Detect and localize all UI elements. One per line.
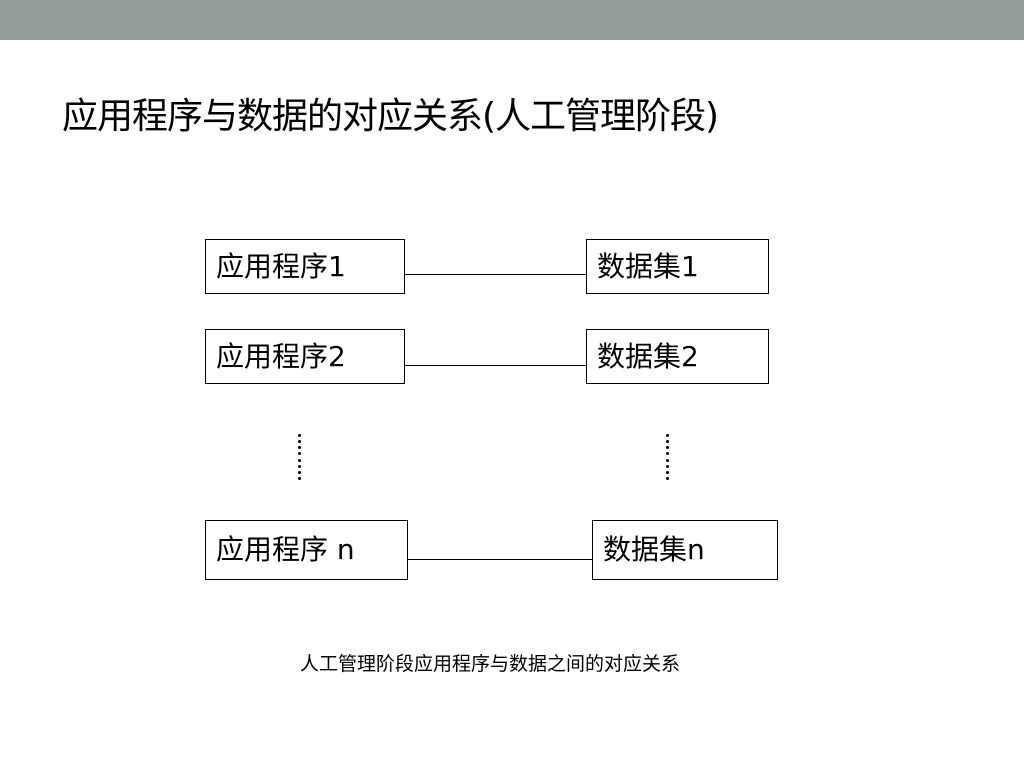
- connector-line-n: [408, 559, 592, 560]
- slide-title: 应用程序与数据的对应关系(人工管理阶段): [62, 96, 719, 137]
- program-box-2: 应用程序2: [205, 329, 405, 384]
- dataset-box-2: 数据集2: [586, 329, 769, 384]
- program-box-1: 应用程序1: [205, 239, 405, 294]
- dataset-label-n: 数据集n: [603, 533, 705, 566]
- dataset-box-n: 数据集n: [592, 520, 778, 580]
- dataset-label-2: 数据集2: [597, 339, 699, 373]
- program-label-n: 应用程序 n: [216, 533, 355, 566]
- connector-line-2: [405, 365, 586, 366]
- program-box-n: 应用程序 n: [205, 520, 408, 580]
- program-label-1: 应用程序1: [216, 249, 346, 283]
- dataset-label-1: 数据集1: [597, 249, 699, 283]
- connector-line-1: [405, 274, 586, 275]
- program-label-2: 应用程序2: [216, 339, 346, 373]
- program-ellipsis: [297, 434, 301, 480]
- dataset-ellipsis: [665, 434, 669, 480]
- dataset-box-1: 数据集1: [586, 239, 769, 294]
- diagram-caption: 人工管理阶段应用程序与数据之间的对应关系: [299, 653, 680, 675]
- top-color-band: [0, 0, 1024, 40]
